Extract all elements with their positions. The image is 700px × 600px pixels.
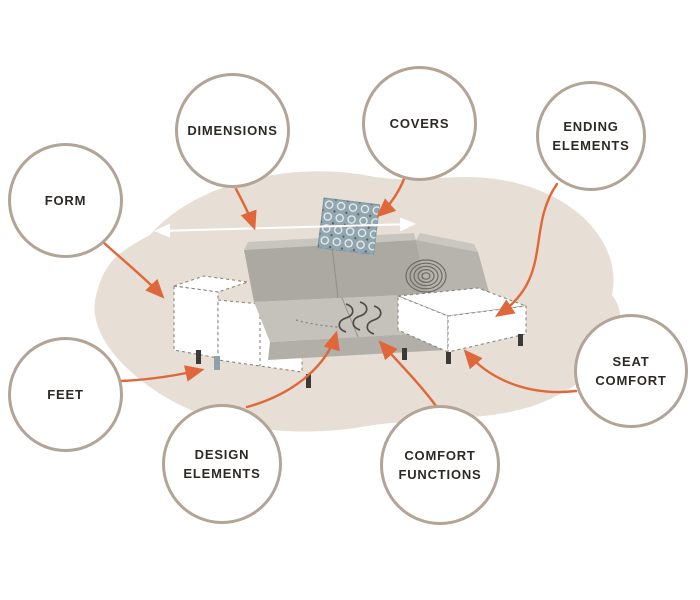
arrow-ending-elements	[494, 182, 559, 317]
highlighted-foot	[214, 356, 220, 370]
node-ending-elements-label: ENDING ELEMENTS	[552, 118, 630, 154]
sofa-ottoman-ghost	[397, 287, 527, 353]
connector-arrows	[101, 177, 578, 409]
arrow-seat-comfort	[463, 349, 578, 394]
arrow-comfort-functions	[378, 340, 438, 408]
node-feet: FEET	[8, 337, 123, 452]
springs-icon	[338, 301, 382, 335]
arrow-covers	[376, 177, 406, 218]
sofa-illustration	[173, 197, 527, 388]
node-design-elements: DESIGN ELEMENTS	[162, 404, 282, 524]
arrow-design-elements	[245, 330, 340, 409]
node-comfort-functions-label: COMFORT FUNCTIONS	[398, 447, 482, 483]
arrow-feet	[118, 365, 205, 383]
node-seat-comfort-label: SEAT COMFORT	[595, 353, 667, 389]
node-seat-comfort: SEAT COMFORT	[574, 314, 688, 428]
node-ending-elements: ENDING ELEMENTS	[536, 81, 646, 191]
arrow-form	[101, 240, 165, 299]
node-feet-label: FEET	[47, 386, 84, 402]
node-comfort-functions: COMFORT FUNCTIONS	[380, 405, 500, 525]
node-form: FORM	[8, 143, 123, 258]
seat-comfort-spiral-icon	[405, 259, 447, 293]
node-design-elements-label: DESIGN ELEMENTS	[183, 446, 261, 482]
dimension-line	[154, 217, 416, 238]
node-dimensions: DIMENSIONS	[175, 73, 290, 188]
node-dimensions-label: DIMENSIONS	[187, 122, 278, 138]
stitching-icon	[295, 319, 339, 328]
sofa-feet	[196, 334, 523, 388]
node-form-label: FORM	[44, 192, 87, 208]
arrow-dimensions	[234, 187, 257, 231]
node-covers: COVERS	[362, 66, 477, 181]
node-covers-label: COVERS	[389, 115, 450, 131]
